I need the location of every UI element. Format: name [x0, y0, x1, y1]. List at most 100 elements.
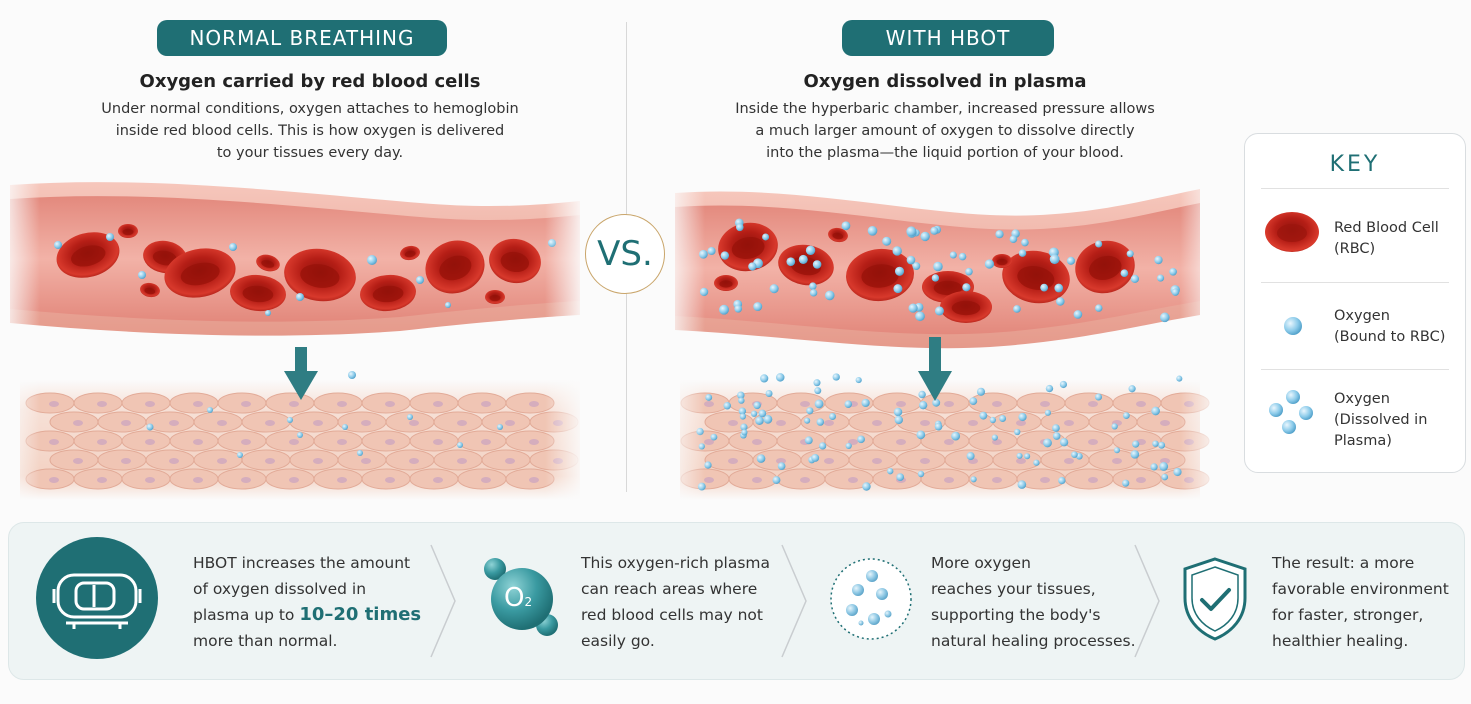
tissue-nucleus	[824, 458, 834, 464]
oxygen-molecule	[497, 424, 503, 430]
tissue-nucleus	[433, 439, 443, 445]
oxygen-molecule	[1058, 476, 1066, 485]
tissue-nucleus	[505, 458, 515, 464]
step4-line-1: The result: a more	[1272, 554, 1415, 572]
tissue-nucleus	[1112, 458, 1122, 464]
rbc-center	[372, 285, 404, 303]
blood-vessel-illustration	[0, 165, 1220, 505]
right-down-arrow-icon	[918, 337, 952, 401]
oxygen-molecule	[772, 476, 781, 484]
tissue-nucleus	[896, 439, 906, 445]
oxygen-molecule	[723, 402, 731, 410]
tissue-nucleus	[409, 420, 419, 426]
tissue-nucleus	[1064, 458, 1074, 464]
o2-subscript: 2	[524, 595, 533, 609]
tissue-nucleus	[337, 401, 347, 407]
left-desc-line-3: to your tissues every day.	[216, 145, 404, 161]
step2-line-4: easily go.	[581, 632, 655, 650]
oxygen-molecule	[1045, 384, 1054, 393]
oxygen-molecule	[894, 415, 903, 425]
tissue-nucleus	[529, 439, 539, 445]
tissue-nucleus	[944, 401, 954, 407]
oxygen-molecule	[893, 407, 903, 417]
right-desc-line-2: a much larger amount of oxygen to dissol…	[755, 123, 1135, 139]
o2-label: O2	[504, 583, 532, 613]
oxygen-molecule	[367, 255, 377, 265]
oxygen-molecule	[824, 290, 835, 301]
tissue-nucleus	[704, 401, 714, 407]
rbc-center	[731, 236, 765, 259]
tissue-nucleus	[97, 401, 107, 407]
tissue-nucleus	[752, 439, 762, 445]
tissue-nucleus	[433, 477, 443, 483]
oxygen-molecule	[1021, 238, 1029, 247]
oxygen-molecule	[1044, 409, 1051, 416]
oxygen-molecule	[989, 416, 997, 424]
rbc-center	[1089, 255, 1122, 281]
step2-line-3: red blood cells may not	[581, 606, 763, 624]
left-description: Under normal conditions, oxygen attaches…	[20, 98, 600, 164]
tissue-nucleus	[728, 458, 738, 464]
oxygen-molecule	[1123, 412, 1130, 419]
tissue-nucleus	[121, 420, 131, 426]
oxygen-molecule	[912, 262, 921, 270]
step1-line-2: of oxygen dissolved in	[193, 580, 367, 598]
oxygen-molecule	[841, 221, 851, 231]
oxygen-molecule	[970, 476, 977, 483]
oxygen-molecule	[855, 376, 862, 384]
oxygen-molecule	[1049, 254, 1060, 265]
oxygen-molecule	[407, 414, 413, 420]
red-blood-cell	[284, 248, 356, 302]
oxygen-molecule	[798, 254, 808, 264]
oxygen-molecule	[933, 261, 943, 272]
tissue-nucleus	[848, 477, 858, 483]
tissue-nucleus	[529, 477, 539, 483]
oxygen-molecule	[237, 452, 243, 458]
oxygen-molecule	[984, 259, 995, 269]
tissue-nucleus	[920, 420, 930, 426]
key-divider	[1261, 282, 1449, 283]
step1-line-3: plasma up to 10–20 times	[193, 602, 433, 628]
oxygen-molecule	[769, 284, 779, 294]
tissue-nucleus	[481, 477, 491, 483]
tissue-nucleus	[704, 477, 714, 483]
oxygen-molecule	[207, 407, 213, 413]
tissue-nucleus	[776, 420, 786, 426]
oxygen-molecule	[1152, 440, 1159, 447]
rbc-center	[122, 228, 134, 236]
tissue-nucleus	[49, 477, 59, 483]
normal-breathing-badge: NORMAL BREATHING	[157, 20, 447, 56]
tissue-nucleus	[97, 477, 107, 483]
oxygen-molecule	[892, 246, 902, 256]
rbc-center	[951, 300, 981, 316]
oxygen-molecule	[918, 400, 928, 410]
oxygen-molecule	[908, 303, 918, 313]
rbc-center	[300, 264, 340, 288]
oxygen-molecule	[737, 391, 745, 399]
oxygen-molecule	[1017, 480, 1027, 489]
oxygen-molecule	[1111, 423, 1118, 430]
oxygen-molecule	[1160, 312, 1170, 323]
oxygen-molecule	[916, 430, 926, 440]
rbc-center	[500, 251, 530, 273]
oxygen-molecule	[265, 310, 271, 316]
oxygen-molecule	[756, 454, 766, 463]
tissue-nucleus	[313, 420, 323, 426]
left-tissue	[20, 380, 580, 500]
tissue-nucleus	[145, 439, 155, 445]
oxygen-molecule	[357, 450, 363, 456]
oxygen-molecule	[1014, 428, 1021, 436]
tissue-nucleus	[289, 477, 299, 483]
oxygen-molecule	[762, 233, 770, 241]
tissue-nucleus	[1016, 420, 1026, 426]
key-rbc-line-1: Red Blood Cell	[1334, 220, 1439, 236]
tissue-nucleus	[704, 439, 714, 445]
oxygen-molecule	[1018, 412, 1027, 422]
tissue-nucleus	[361, 420, 371, 426]
hyperbaric-chamber-icon	[36, 537, 158, 659]
key-o2b-line-2: (Bound to RBC)	[1334, 329, 1446, 345]
tissue-nucleus	[241, 439, 251, 445]
oxygen-molecule	[1171, 288, 1180, 296]
step2-text: This oxygen-rich plasma can reach areas …	[581, 550, 781, 654]
oxygen-molecule	[1009, 235, 1018, 244]
